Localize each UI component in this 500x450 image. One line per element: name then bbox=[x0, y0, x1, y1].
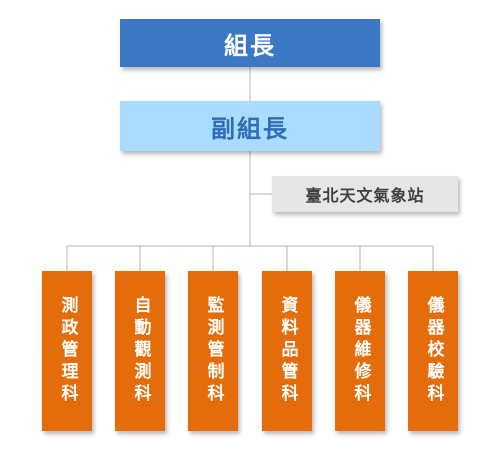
section-box-instrument-calibration: 儀器校驗科 bbox=[408, 271, 458, 431]
section-label: 儀器校驗科 bbox=[423, 296, 444, 406]
section-box-data-quality: 資料品管科 bbox=[262, 271, 312, 431]
taipei-observatory-box: 臺北天文氣象站 bbox=[272, 176, 458, 212]
section-box-instrument-repair: 儀器維修科 bbox=[335, 271, 385, 431]
section-box-survey-admin: 測政管理科 bbox=[42, 271, 92, 431]
section-label: 測政管理科 bbox=[57, 296, 78, 406]
deputy-leader-box: 副組長 bbox=[120, 101, 380, 151]
section-box-auto-observation: 自動觀測科 bbox=[115, 271, 165, 431]
section-label: 自動觀測科 bbox=[130, 296, 151, 406]
section-box-monitoring-control: 監測管制科 bbox=[188, 271, 238, 431]
taipei-observatory-label: 臺北天文氣象站 bbox=[305, 186, 425, 205]
section-label: 資料品管科 bbox=[277, 296, 298, 406]
section-label: 監測管制科 bbox=[203, 296, 224, 406]
deputy-leader-label: 副組長 bbox=[211, 114, 289, 143]
section-label: 儀器維修科 bbox=[350, 296, 371, 406]
leader-label: 組長 bbox=[224, 31, 276, 60]
leader-box: 組長 bbox=[120, 19, 380, 67]
